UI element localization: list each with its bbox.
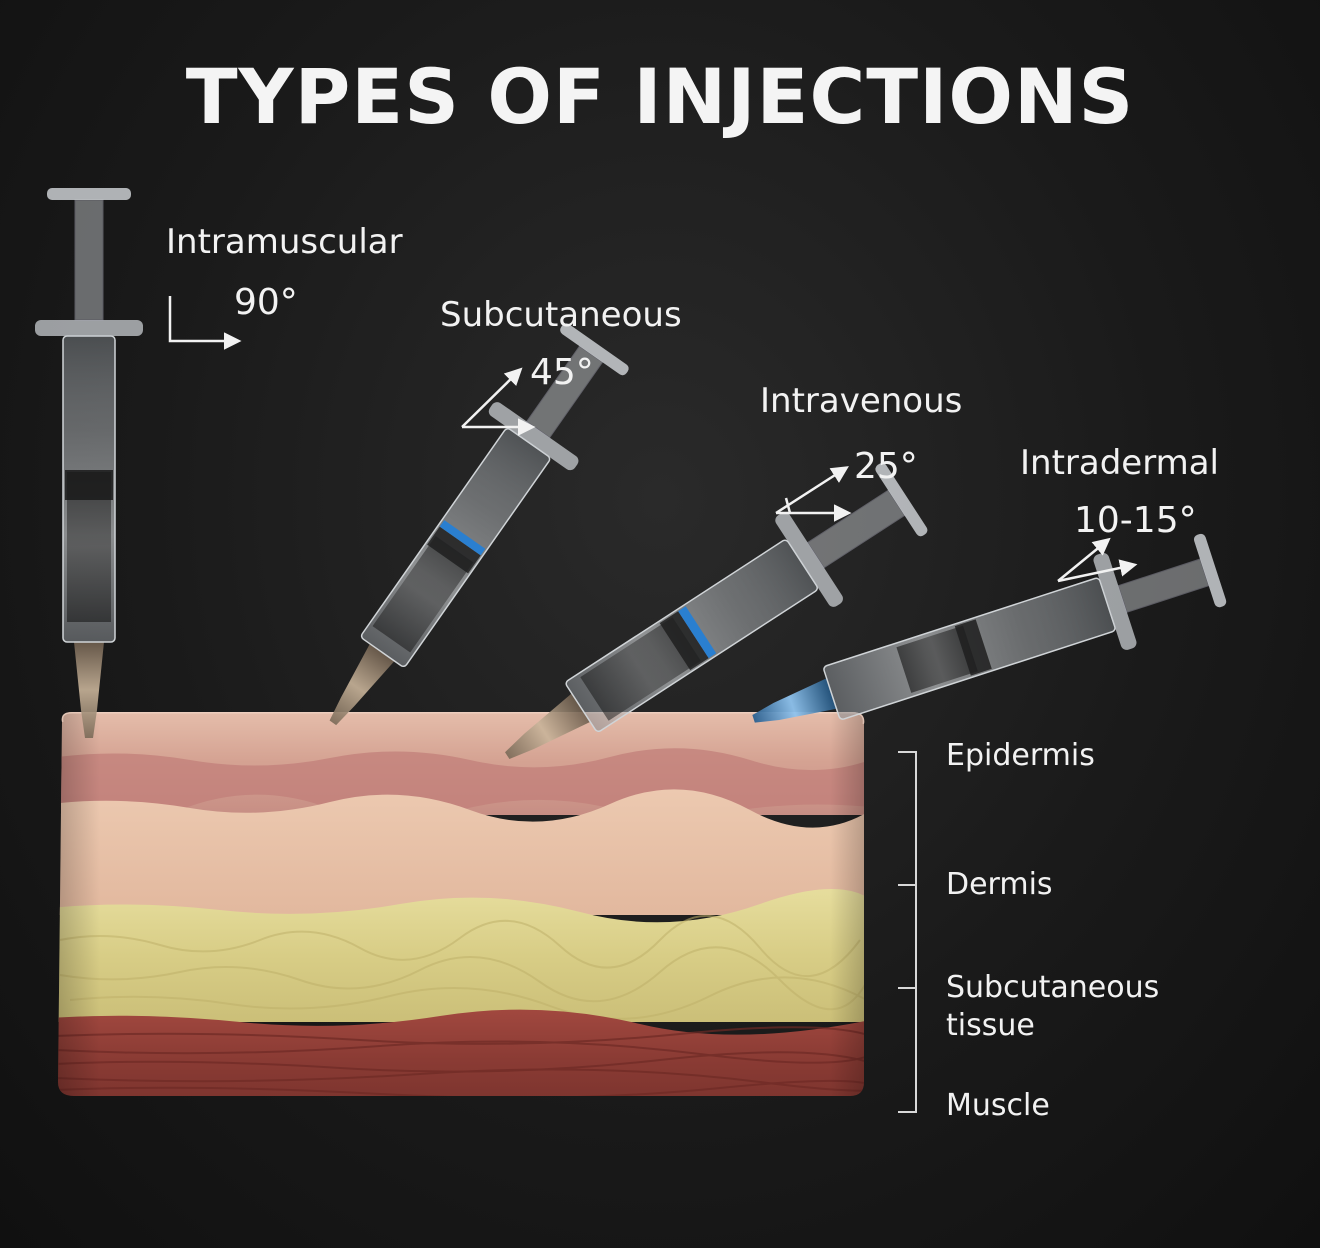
angle-intradermal: 10-15°	[1074, 500, 1197, 541]
block-top-edge	[60, 712, 865, 725]
label-intramuscular: Intramuscular	[166, 222, 403, 262]
plunger-stopper	[427, 526, 481, 574]
finger-flange	[775, 512, 843, 607]
needle-hub	[74, 642, 104, 738]
layer-label-dermis: Dermis	[946, 867, 1053, 902]
page-title: TYPES OF INJECTIONS	[185, 52, 1135, 141]
angle-icon-10-15	[1057, 537, 1138, 583]
fluid	[372, 535, 474, 653]
needle-hub	[329, 643, 395, 726]
plunger-thumb	[47, 188, 131, 200]
tissue-block	[58, 712, 865, 1096]
finger-flange	[35, 320, 143, 336]
syringe-intradermal	[589, 533, 1227, 774]
plunger-thumb	[560, 323, 629, 376]
needle-hub	[505, 693, 591, 759]
label-intradermal: Intradermal	[1020, 443, 1220, 483]
layer-label-subcutaneous-line1: Subcutaneous	[946, 970, 1160, 1005]
plunger-stopper	[954, 619, 992, 676]
finger-flange	[1093, 552, 1137, 650]
fluid	[67, 472, 111, 622]
layer-label-subcutaneous-tissue: Subcutaneous tissue	[946, 969, 1159, 1045]
angle-subcutaneous: 45°	[530, 352, 594, 393]
block-shading	[58, 712, 865, 1096]
angle-icon-25	[775, 466, 852, 522]
label-subcutaneous: Subcutaneous	[440, 295, 682, 335]
needle	[589, 717, 755, 774]
plunger-stopper	[65, 470, 113, 500]
plunger-thumb	[1193, 533, 1227, 608]
needle	[176, 721, 335, 946]
plunger-thumb	[875, 463, 928, 537]
angle-icon-45	[461, 367, 536, 436]
plunger-rod	[806, 489, 906, 569]
finger-flange	[488, 402, 579, 471]
layer-label-muscle: Muscle	[946, 1088, 1050, 1123]
plunger-blue-band	[678, 606, 717, 659]
fluid	[580, 617, 701, 721]
plunger-rod	[1117, 558, 1210, 613]
needle-hub	[752, 678, 837, 723]
angle-intravenous: 25°	[854, 446, 918, 487]
layer-label-epidermis: Epidermis	[946, 738, 1095, 773]
plunger-rod	[74, 199, 104, 321]
label-intravenous: Intravenous	[760, 381, 963, 421]
angle-intramuscular: 90°	[234, 282, 298, 323]
angle-icon-90	[168, 296, 242, 350]
needle	[366, 753, 509, 848]
syringe-subcutaneous	[176, 323, 629, 946]
layer-bracket	[898, 751, 917, 1113]
syringe-intravenous	[366, 463, 928, 848]
syringe-intramuscular	[35, 188, 143, 1000]
fluid	[896, 625, 978, 693]
plunger-blue-band	[439, 520, 486, 556]
plunger-stopper	[659, 611, 709, 671]
layer-label-subcutaneous-line2: tissue	[946, 1008, 1035, 1043]
